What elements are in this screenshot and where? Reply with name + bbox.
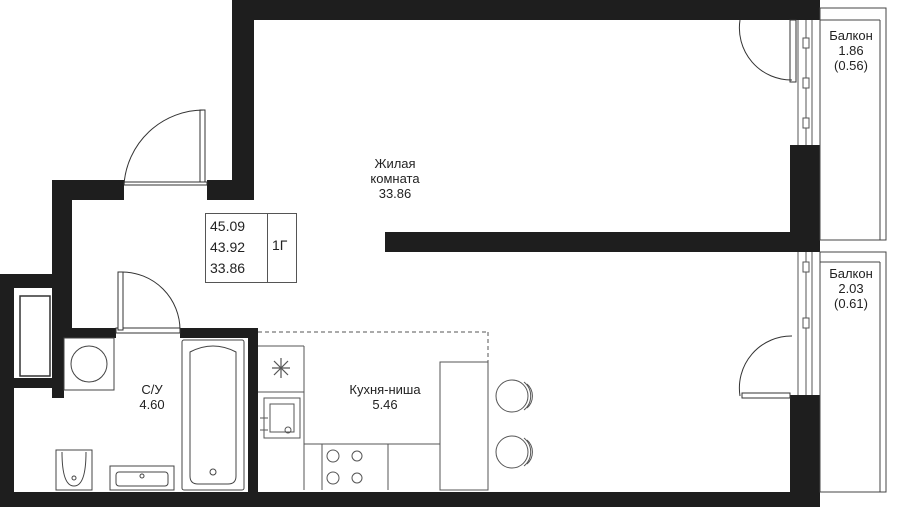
- kitchen-fixtures: [258, 331, 533, 491]
- windows: [797, 20, 813, 395]
- balcony-bottom-name: Балкон: [829, 266, 873, 281]
- balcony-bottom-area: 2.03: [838, 281, 864, 296]
- summary-divider: [267, 214, 268, 282]
- wall-bath-left: [52, 328, 64, 398]
- balcony-bottom-reduced-area: (0.61): [834, 296, 868, 311]
- bathroom-area: 4.60: [139, 397, 165, 412]
- balcony-top-area: 1.86: [838, 43, 864, 58]
- living-room-area: 33.86: [378, 186, 412, 201]
- walls: [0, 0, 820, 507]
- burner: [326, 449, 340, 463]
- wall-bath-top-right: [180, 328, 258, 338]
- living-room-name-1: Жилая: [374, 156, 416, 171]
- doors: [115, 19, 797, 399]
- wall-bath-top-left: [52, 328, 116, 338]
- kitchen-name: Кухня-ниша: [349, 382, 421, 397]
- sink: [109, 465, 175, 491]
- living-area: 33.86: [210, 260, 246, 276]
- area-values: 45.09 43.92 33.86: [210, 216, 266, 279]
- kitchen-label: Кухня-ниша 5.46: [330, 382, 440, 412]
- kitchen-area: 5.46: [372, 397, 398, 412]
- wall-hall-top-right: [207, 180, 254, 200]
- balcony-top-reduced-area: (0.56): [834, 58, 868, 73]
- niche-frame: [19, 295, 51, 377]
- balconies: [819, 7, 887, 493]
- living-room-label: Жилая комната 33.86: [340, 156, 450, 201]
- bathroom-fixtures: [55, 337, 245, 491]
- wall-right-bottom: [790, 395, 820, 507]
- wall-partition: [385, 232, 820, 252]
- wall-right-middle: [790, 145, 820, 242]
- living-room-name-2: комната: [370, 171, 420, 186]
- wall-bath-right: [248, 328, 258, 500]
- wall-top: [232, 0, 820, 20]
- wall-hall-left: [52, 180, 72, 332]
- wall-outer-left: [0, 274, 14, 507]
- wall-niche-top: [0, 274, 62, 288]
- vent-icon: [272, 358, 290, 378]
- wall-niche-bottom: [14, 378, 64, 388]
- wall-bottom: [0, 492, 820, 507]
- toilet: [55, 449, 93, 491]
- balcony-bottom-label: Балкон 2.03 (0.61): [818, 266, 884, 311]
- area-summary-box: 45.09 43.92 33.86 1Г: [205, 213, 297, 283]
- washer: [63, 337, 115, 391]
- chair-1: [495, 379, 533, 413]
- apartment-type: 1Г: [272, 237, 288, 253]
- bathroom-name: С/У: [141, 382, 163, 397]
- bathroom-label: С/У 4.60: [112, 382, 192, 412]
- bathtub: [181, 339, 245, 491]
- total-area: 45.09: [210, 218, 246, 234]
- chair-2: [495, 435, 533, 469]
- balcony-top-name: Балкон: [829, 28, 873, 43]
- balcony-top-label: Балкон 1.86 (0.56): [818, 28, 884, 73]
- wall-living-left: [232, 0, 254, 186]
- area-without-balconies: 43.92: [210, 239, 246, 255]
